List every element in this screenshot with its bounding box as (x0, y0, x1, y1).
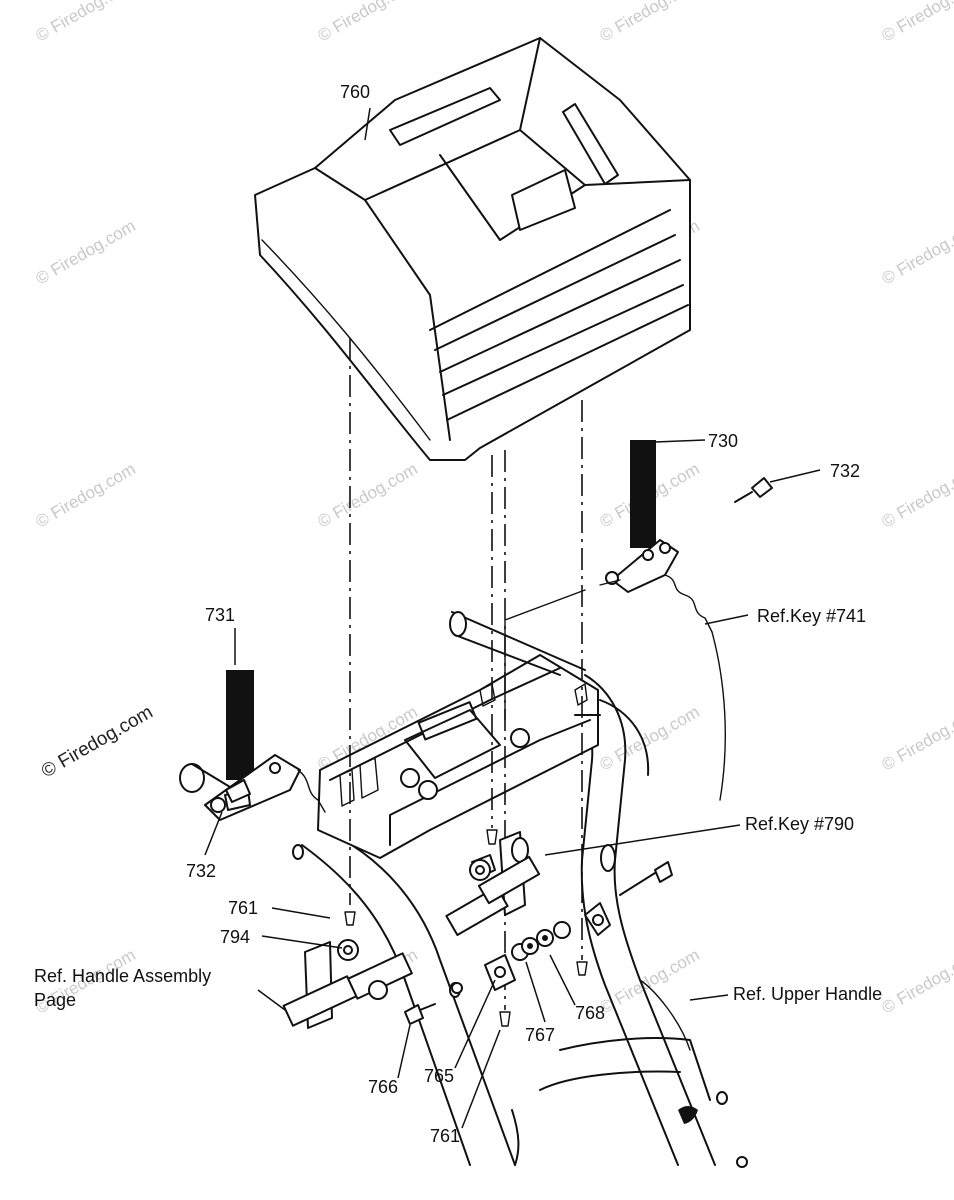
callout-ref-upper-handle: Ref. Upper Handle (733, 984, 882, 1004)
watermark: © Firedog.com (33, 459, 139, 531)
lever-730 (599, 440, 726, 801)
watermark: © Firedog.com (879, 0, 954, 45)
watermark: © Firedog.com (597, 945, 703, 1017)
callout-ref-handle-page: Page (34, 990, 76, 1010)
pivot-hardware (225, 477, 773, 1029)
watermark: © Firedog.com (315, 459, 421, 531)
watermark: © Firedog.com (597, 0, 703, 45)
control-panel-bracket (317, 611, 601, 859)
callout-ref-handle-assembly: Ref. Handle Assembly (34, 966, 211, 986)
callout-labels: 760 730 732 Ref.Key #741 731 732 Ref.Key… (34, 82, 882, 1146)
lever-731 (179, 670, 326, 821)
callout-761-bottom: 761 (430, 1126, 460, 1146)
callout-ref-key-741: Ref.Key #741 (757, 606, 866, 626)
callout-760: 760 (340, 82, 370, 102)
callout-ref-key-790: Ref.Key #790 (745, 814, 854, 834)
watermark: © Firedog.com (879, 216, 954, 288)
console-760 (254, 37, 691, 461)
watermark: © Firedog.com (33, 216, 139, 288)
callout-732-right: 732 (830, 461, 860, 481)
watermark: © Firedog.com (879, 702, 954, 774)
watermark: © Firedog.com (879, 945, 954, 1017)
leader-lines (204, 107, 821, 1129)
callout-730: 730 (708, 431, 738, 451)
callout-765: 765 (424, 1066, 454, 1086)
callout-731: 731 (205, 605, 235, 625)
callout-761-top: 761 (228, 898, 258, 918)
watermark-main: © Firedog.com (38, 702, 157, 783)
watermark: © Firedog.com (315, 0, 421, 45)
watermark: © Firedog.com (597, 702, 703, 774)
assembly-lines (349, 338, 586, 1010)
callout-768: 768 (575, 1003, 605, 1023)
watermark: © Firedog.com (33, 0, 139, 45)
callout-766: 766 (368, 1077, 398, 1097)
callout-732-left: 732 (186, 861, 216, 881)
watermark: © Firedog.com (879, 459, 954, 531)
callout-767: 767 (525, 1025, 555, 1045)
callout-794: 794 (220, 927, 250, 947)
